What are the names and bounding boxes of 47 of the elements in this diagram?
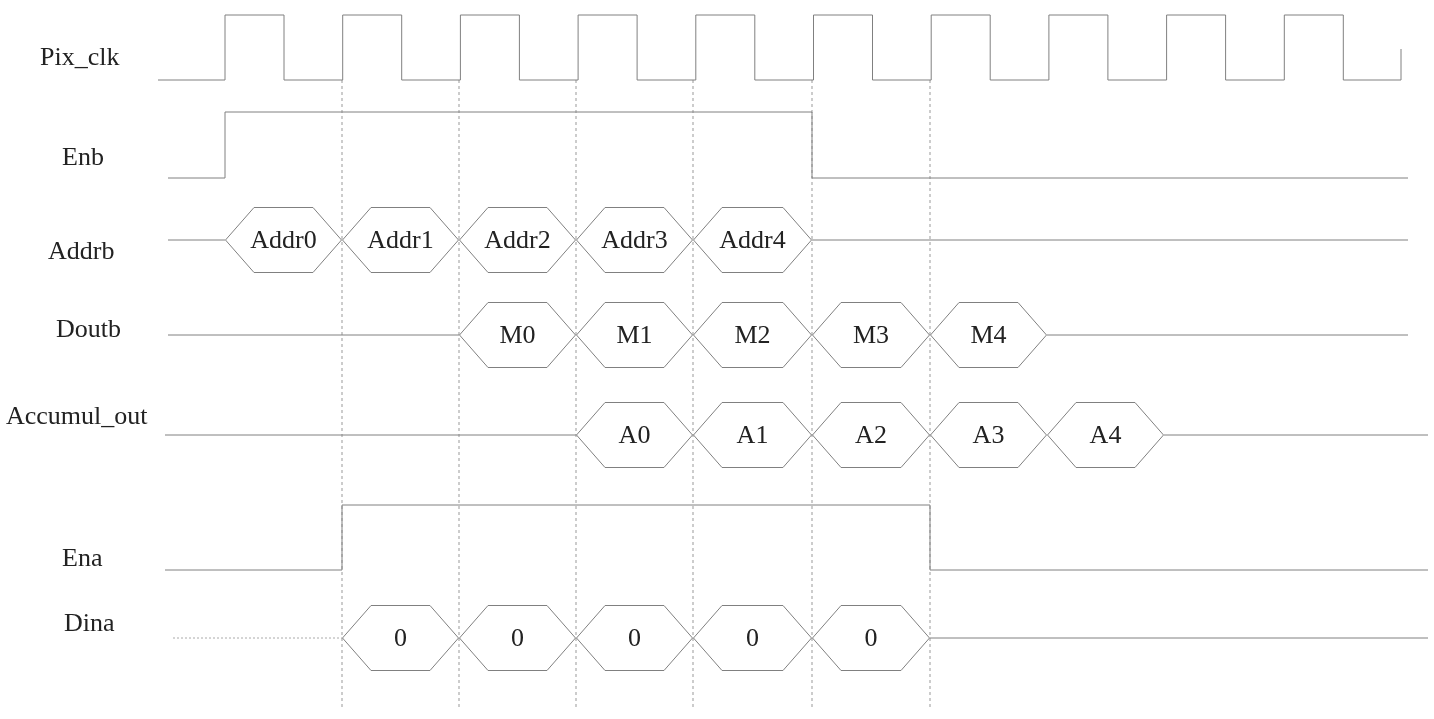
bus-value: Addr0 — [250, 227, 317, 253]
bus-value: M1 — [616, 322, 653, 348]
bus-value: M2 — [734, 322, 771, 348]
bus-value-hexagon — [576, 302, 693, 368]
bus-value: 0 — [746, 625, 759, 651]
bus-value: M0 — [499, 322, 536, 348]
bus-value: M3 — [852, 322, 890, 348]
bus-value-hexagon — [459, 605, 576, 671]
bus-value-hexagon — [576, 207, 693, 273]
signal-name: Accumul_out — [6, 403, 148, 429]
bus-value-hexagon — [576, 605, 693, 671]
bus-value: A4 — [1089, 422, 1122, 448]
bus-value-hexagon — [693, 207, 812, 273]
bus-value: 0 — [511, 625, 524, 651]
signal-name: Doutb — [56, 316, 121, 342]
bus-value: A0 — [618, 422, 651, 448]
bus-value-hexagon — [459, 302, 576, 368]
bus-value-hexagon — [812, 402, 930, 468]
bus-value-hexagon — [930, 302, 1047, 368]
bus-value-hexagon — [812, 605, 930, 671]
bus-value-hexagon — [342, 207, 459, 273]
signal-name: Addrb — [48, 238, 115, 264]
signal-name: Enb — [62, 144, 104, 170]
bus-value: A1 — [736, 422, 769, 448]
bus-value-hexagon — [812, 302, 930, 368]
bus-value-hexagon — [693, 402, 812, 468]
signal-name: Ena — [62, 545, 103, 571]
bus-value-hexagon — [1047, 402, 1164, 468]
bus-value-hexagon — [576, 402, 693, 468]
bus-value-hexagon — [693, 605, 812, 671]
bus-value: A3 — [972, 422, 1005, 448]
bus-value: M4 — [970, 322, 1007, 348]
bus-value-hexagon — [930, 402, 1047, 468]
bus-value: 0 — [864, 625, 878, 651]
bus-value-hexagon — [225, 207, 342, 273]
bus-value-hexagon — [342, 605, 459, 671]
bus-value: Addr2 — [484, 227, 551, 253]
bus-value: 0 — [628, 625, 641, 651]
bus-value: 0 — [394, 625, 407, 651]
bus-value: Addr1 — [367, 227, 434, 253]
bus-value: A2 — [855, 422, 887, 448]
bus-value-hexagon — [693, 302, 812, 368]
bus-value-hexagon — [459, 207, 576, 273]
bus-value: Addr3 — [601, 227, 668, 253]
bus-value: Addr4 — [719, 227, 786, 253]
signal-name: Dina — [64, 610, 115, 636]
signal-name: Pix_clk — [40, 44, 120, 70]
